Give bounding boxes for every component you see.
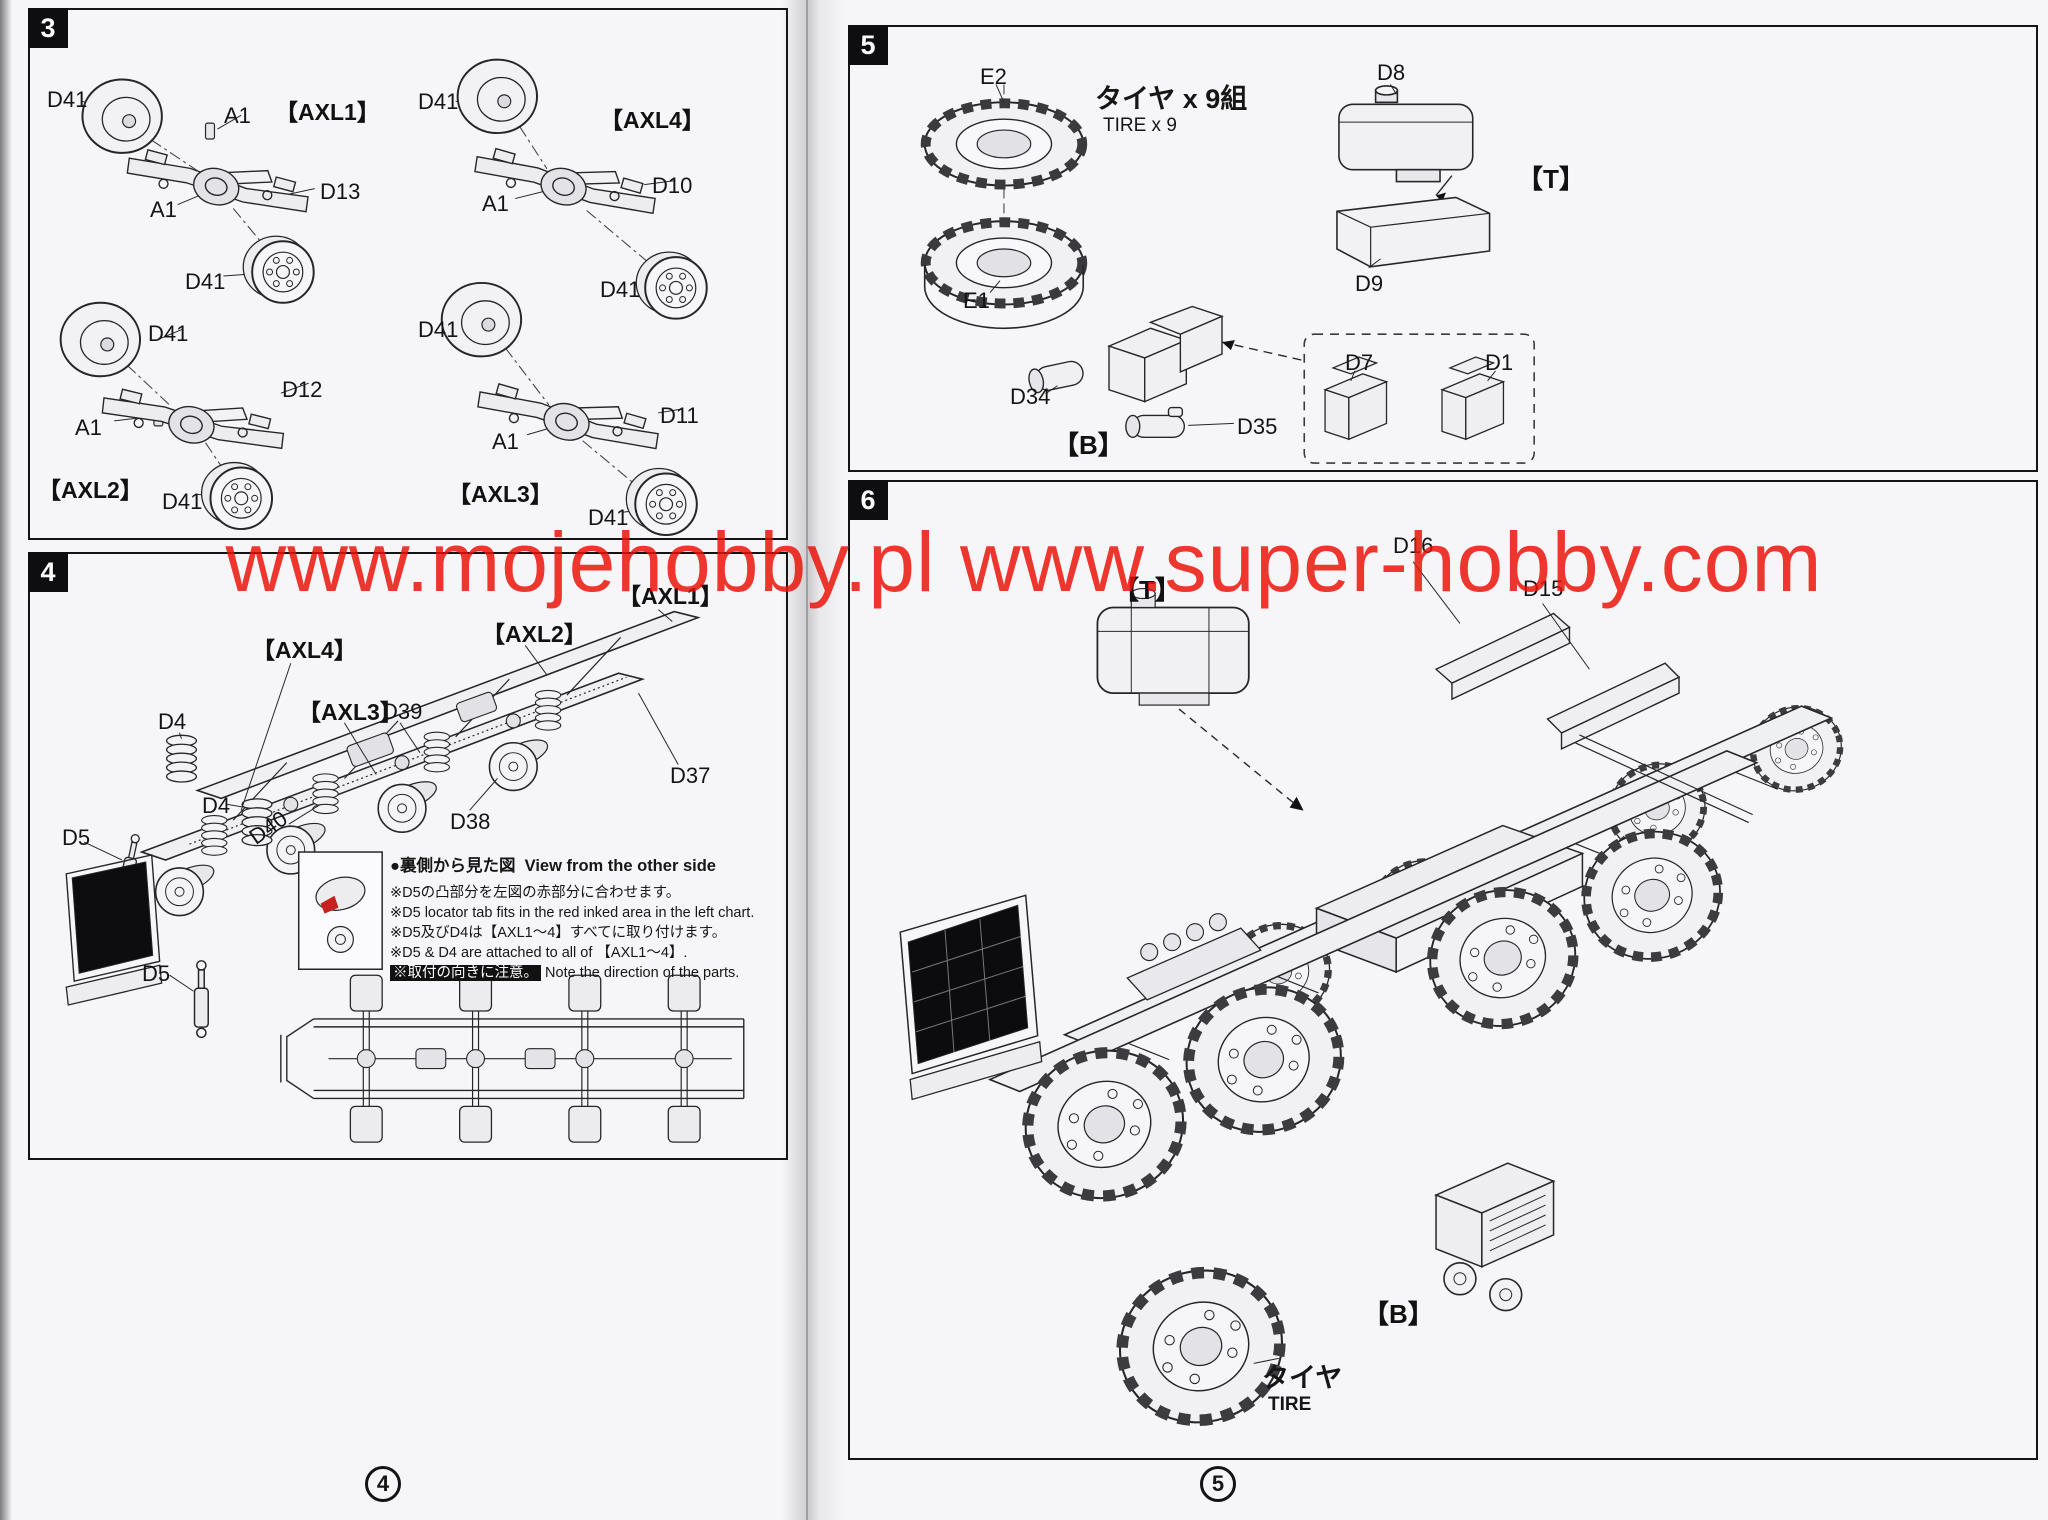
part-label-d41: D41 (148, 321, 189, 346)
note-line-3: ※D5及びD4は【AXL1～4】すべてに取り付けます。 (390, 925, 727, 941)
assembly-title-axl3: 【AXL3】 (448, 481, 553, 507)
assembly-title-axl1: 【AXL1】 (618, 583, 723, 609)
note-title: ●裏側から見た図 View from the other side (390, 857, 716, 875)
note-line-4: ※D5 & D4 are attached to all of 【AXL1～4】… (390, 945, 688, 961)
page-gutter-crease (806, 0, 808, 1520)
part-label-e1: E1 (963, 288, 990, 313)
part-label-d1: D1 (1485, 350, 1514, 375)
part-label-d4: D4 (202, 793, 231, 818)
tire-count-jp: タイヤ x 9組 (1095, 84, 1248, 114)
mark-t: 【T】 (1517, 164, 1585, 194)
page-number-right: 5 (1200, 1466, 1236, 1502)
page-gutter-shadow (782, 0, 846, 1520)
parts-d34-d35-drawing (1028, 305, 1302, 438)
part-label-a1: A1 (75, 415, 102, 440)
chassis-bottom-view-drawing (280, 974, 745, 1143)
part-label-a1: A1 (224, 103, 251, 128)
part-label-d41: D41 (185, 269, 226, 294)
part-label-d39: D39 (382, 699, 423, 724)
tire-label-jp: タイヤ (1262, 1363, 1343, 1393)
part-label-d5: D5 (62, 825, 91, 850)
fuel-tank-t-drawing (1096, 587, 1304, 811)
assembly-title-axl3: 【AXL3】 (298, 699, 403, 725)
step-5-drawing (850, 84, 1535, 464)
note-line-5: ※取付の向きに注意。 Note the direction of the par… (390, 964, 739, 982)
step-5-panel: 5 (848, 25, 2038, 472)
part-label-d10: D10 (652, 173, 693, 198)
step-6-panel: 6 (848, 480, 2038, 1460)
assembly-title-axl4: 【AXL4】 (252, 637, 357, 663)
page-number-left: 4 (365, 1466, 401, 1502)
part-label-d41: D41 (162, 489, 203, 514)
step-6-drawing (899, 561, 2036, 1458)
step-3-badge: 3 (28, 8, 68, 48)
trailer-b-drawing (1434, 1162, 1556, 1312)
spare-tire-drawing (1100, 1250, 1302, 1444)
tire-label-en: TIRE (1268, 1394, 1312, 1415)
part-label-d9: D9 (1355, 271, 1384, 296)
part-label-d41: D41 (47, 87, 88, 112)
step-3-panel: 3 (28, 8, 788, 540)
step-6-badge: 6 (848, 480, 888, 520)
part-label-d41: D41 (418, 89, 459, 114)
part-label-d11: D11 (660, 403, 699, 428)
mark-b: 【B】 (1363, 1299, 1434, 1329)
part-label-a1: A1 (150, 197, 177, 222)
part-label-d35: D35 (1237, 414, 1278, 439)
part-label-d37: D37 (670, 763, 711, 788)
part-label-d41: D41 (418, 317, 459, 342)
part-label-a1: A1 (492, 429, 519, 454)
part-label-e2: E2 (980, 64, 1007, 89)
chassis-iso-drawing (899, 695, 1852, 1218)
note-inset-drawing (297, 851, 383, 970)
step-4-badge: 4 (28, 552, 68, 592)
parts-d16-d15-drawing (1412, 561, 1753, 824)
tire-exploded-drawing (925, 84, 1084, 330)
leader-lines (83, 609, 679, 992)
part-label-d8: D8 (1377, 60, 1406, 85)
part-label-d12: D12 (282, 377, 323, 402)
red-ink-area (320, 895, 339, 914)
scan-edge-shadow (0, 0, 12, 1520)
part-label-d34: D34 (1010, 384, 1051, 409)
step-3-drawing (59, 58, 708, 537)
mark-t: 【T】 (1113, 575, 1181, 605)
part-label-d4: D4 (158, 709, 187, 734)
mark-b: 【B】 (1053, 430, 1124, 460)
note-line-2: ※D5 locator tab fits in the red inked ar… (390, 905, 755, 921)
assembly-title-axl2: 【AXL2】 (38, 477, 143, 503)
assembly-title-axl1: 【AXL1】 (275, 99, 380, 125)
part-label-d16: D16 (1393, 533, 1434, 558)
part-label-a1: A1 (482, 191, 509, 216)
part-label-d15: D15 (1523, 576, 1564, 601)
assembly-title-axl2: 【AXL2】 (482, 621, 587, 647)
part-label-d41: D41 (600, 277, 641, 302)
fuel-tank-d8-drawing (1338, 84, 1474, 203)
step-4-panel: 4 (28, 552, 788, 1160)
note-line-1: ※D5の凸部分を左図の赤部分に合わせます。 (390, 885, 681, 901)
part-label-d7: D7 (1345, 350, 1374, 375)
part-label-d41: D41 (588, 505, 629, 530)
part-label-d13: D13 (320, 179, 361, 204)
tire-count-en: TIRE x 9 (1103, 115, 1177, 136)
tray-d9-drawing (1336, 196, 1491, 269)
step-5-badge: 5 (848, 25, 888, 65)
part-label-d38: D38 (450, 809, 491, 834)
part-label-d5: D5 (142, 961, 171, 986)
leader-lines (82, 100, 683, 513)
step-4-drawing (65, 609, 745, 1143)
optional-parts-box-drawing (1303, 333, 1535, 464)
assembly-title-axl4: 【AXL4】 (600, 107, 705, 133)
chassis-frame-drawing (65, 610, 701, 1039)
